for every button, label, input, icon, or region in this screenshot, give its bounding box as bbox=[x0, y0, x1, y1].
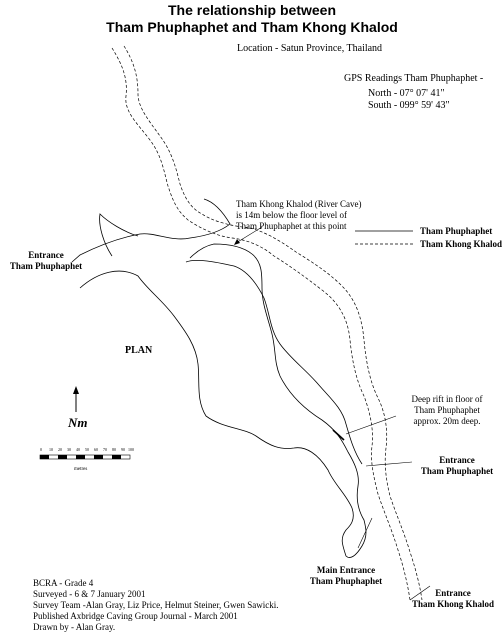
annotation-line: Tham Phuphaphet bbox=[414, 405, 480, 415]
entrance-right-label: Entrance Tham Phuphaphet bbox=[412, 455, 502, 477]
credits-block: BCRA - Grade 4 Surveyed - 6 & 7 January … bbox=[33, 578, 278, 633]
legend-solid-label: Tham Phuphaphet bbox=[420, 226, 493, 236]
scale-tick-label: 60 bbox=[94, 447, 98, 452]
north-label: Nm bbox=[68, 415, 88, 430]
entrance-right-leader bbox=[365, 461, 413, 467]
title-line-2: Tham Phuphaphet and Tham Khong Khalod bbox=[106, 19, 398, 35]
scale-tick-label: 30 bbox=[67, 447, 71, 452]
phuphaphet-inner-wall bbox=[185, 259, 363, 465]
khalod-river-passage-b bbox=[123, 45, 423, 601]
legend-dashed-label: Tham Khong Khalod bbox=[420, 239, 503, 249]
gps-north: North - 07° 07' 41" bbox=[368, 88, 445, 99]
scale-tick-label: 40 bbox=[76, 447, 80, 452]
credit-line: BCRA - Grade 4 bbox=[33, 578, 94, 588]
credit-line: Survey Team -Alan Gray, Liz Price, Helmu… bbox=[33, 600, 279, 610]
north-arrow-head bbox=[73, 386, 79, 394]
entrance-line: Entrance bbox=[439, 455, 475, 465]
entrance-line: Tham Phuphaphet bbox=[9, 261, 83, 271]
deep-rift-marker bbox=[332, 429, 345, 441]
main-entrance-label: Main Entrance Tham Phuphaphet bbox=[300, 565, 392, 587]
gps-heading: GPS Readings Tham Phuphaphet - bbox=[344, 73, 484, 84]
entrance-line: Tham Phuphaphet bbox=[309, 576, 383, 586]
scale-tick-label: 80 bbox=[112, 447, 116, 452]
scale-tick-label: 50 bbox=[85, 447, 89, 452]
khalod-entrance-label: Entrance Tham Khong Khalod bbox=[404, 588, 502, 610]
gps-south: South - 099° 59' 43" bbox=[368, 100, 450, 111]
annotation-line: Tham Khong Khalod (River Cave) bbox=[236, 199, 362, 209]
deep-rift-annotation: Deep rift in floor of Tham Phuphaphet ap… bbox=[392, 394, 502, 427]
credit-line: Surveyed - 6 & 7 January 2001 bbox=[33, 589, 146, 599]
annotation-line: is 14m below the floor level of bbox=[236, 210, 347, 220]
annotation-line: approx. 20m deep. bbox=[413, 416, 481, 426]
scale-bar-segment bbox=[94, 455, 103, 459]
scale-tick-label: 20 bbox=[58, 447, 62, 452]
credit-line: Published Axbridge Caving Group Journal … bbox=[33, 611, 238, 621]
scale-bar bbox=[39, 454, 131, 460]
scale-tick-label: 100 bbox=[128, 447, 134, 452]
location-label: Location - Satun Province, Thailand bbox=[237, 43, 383, 54]
credit-line: Drawn by - Alan Gray. bbox=[33, 622, 116, 632]
annotation-line: Tham Phuphaphet at this point bbox=[236, 221, 347, 231]
entrance-line: Main Entrance bbox=[316, 565, 376, 575]
river-cave-leader bbox=[235, 226, 263, 244]
entrance-line: Tham Khong Khalod bbox=[411, 599, 495, 609]
scale-tick-label: 10 bbox=[49, 447, 53, 452]
phuphaphet-left-branch bbox=[99, 213, 139, 257]
deep-rift-leader bbox=[345, 415, 397, 435]
scale-bar-segment bbox=[58, 455, 67, 459]
river-cave-annotation: Tham Khong Khalod (River Cave) is 14m be… bbox=[236, 199, 361, 232]
river-cave-arrowhead bbox=[234, 239, 240, 245]
scale-bar-segment bbox=[40, 455, 49, 459]
main-entrance-leader bbox=[357, 517, 373, 549]
scale-bar-segment bbox=[76, 455, 85, 459]
plan-label: PLAN bbox=[125, 345, 153, 356]
scale-tick-labels: 0 10 20 30 40 50 60 70 80 90 100 bbox=[40, 447, 134, 455]
scale-tick-label: 0 bbox=[40, 447, 42, 452]
entrance-line: Entrance bbox=[435, 588, 471, 598]
annotation-line: Deep rift in floor of bbox=[411, 394, 483, 404]
khalod-river-passage-a bbox=[111, 47, 411, 601]
title-line-1: The relationship between bbox=[167, 2, 337, 18]
entrance-left-label: Entrance Tham Phuphaphet bbox=[6, 250, 86, 272]
phuphaphet-outline bbox=[71, 198, 367, 558]
scale-tick-label: 70 bbox=[103, 447, 107, 452]
scale-tick-label: 90 bbox=[121, 447, 125, 452]
khalod-entrance-leader bbox=[409, 585, 431, 601]
entrance-line: Entrance bbox=[28, 250, 64, 260]
entrance-line: Tham Phuphaphet bbox=[420, 466, 494, 476]
scale-bar-segment bbox=[112, 455, 121, 459]
scale-unit: metres bbox=[74, 467, 88, 472]
